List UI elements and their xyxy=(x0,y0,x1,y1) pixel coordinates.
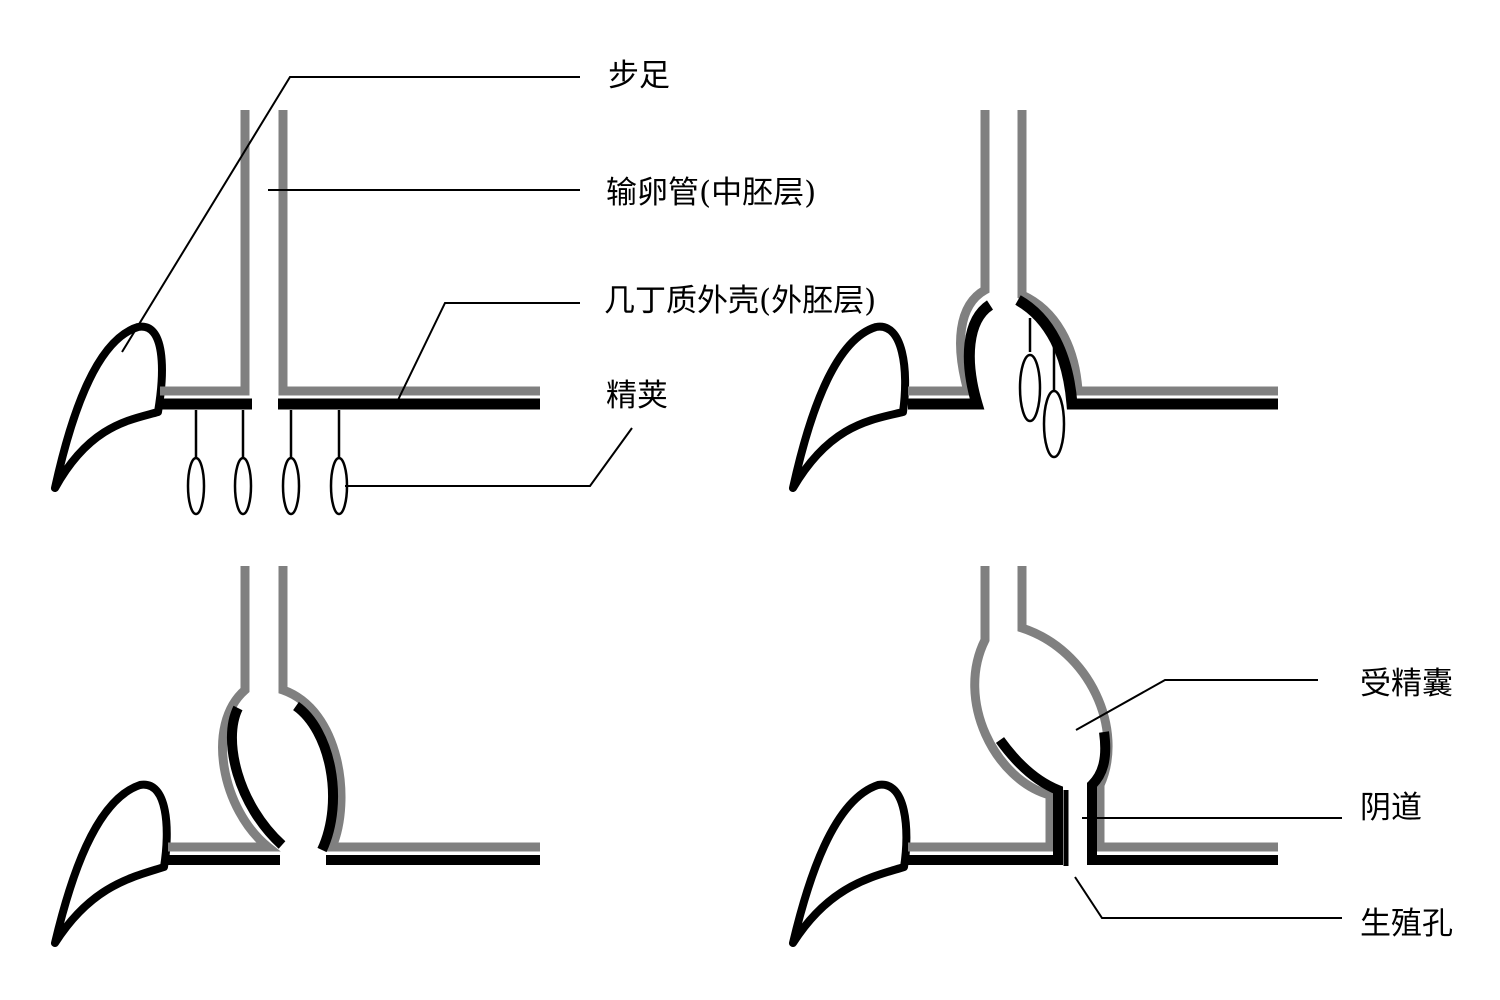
panel-4 xyxy=(789,566,1278,947)
leg-outline xyxy=(789,322,910,492)
leader-spermatophore xyxy=(345,427,633,487)
cuticle-layer-right xyxy=(1087,731,1278,865)
label-vagina: 阴道 xyxy=(1360,790,1422,826)
cuticle-layer-right xyxy=(1015,295,1278,410)
panel-2 xyxy=(789,110,1278,492)
spermatophores xyxy=(186,410,349,516)
mesoderm-layer xyxy=(168,566,540,852)
panel-3 xyxy=(51,566,540,947)
label-spermatophore: 精荚 xyxy=(606,378,668,414)
mesoderm-layer xyxy=(908,110,1278,396)
leader-spermatheca xyxy=(1075,679,1318,731)
mesoderm-layer xyxy=(160,110,540,396)
leader-lines xyxy=(121,76,1342,919)
cuticle-layer-left xyxy=(908,300,994,410)
panel-1 xyxy=(51,110,540,516)
leader-genital-pore xyxy=(1074,876,1342,919)
label-oviduct: 输卵管(中胚层) xyxy=(606,175,816,211)
cuticle-layer-right xyxy=(292,701,540,865)
labels: 步足 输卵管(中胚层) 几丁质外壳(外胚层) 精荚 受精囊 阴道 生殖孔 xyxy=(604,58,1453,942)
leader-leg xyxy=(121,76,580,353)
leg-outline xyxy=(789,780,911,947)
leg-outline xyxy=(51,780,171,947)
leg-outline xyxy=(51,322,166,492)
leader-chitin xyxy=(397,302,580,401)
label-spermatheca: 受精囊 xyxy=(1360,666,1453,702)
label-leg: 步足 xyxy=(608,58,670,94)
label-genital-pore: 生殖孔 xyxy=(1360,906,1453,942)
cuticle-layer-left xyxy=(168,705,286,865)
spermatophores xyxy=(1018,318,1066,459)
cuticle-layer-left xyxy=(908,737,1063,865)
label-chitin-shell: 几丁质外壳(外胚层) xyxy=(604,283,876,319)
